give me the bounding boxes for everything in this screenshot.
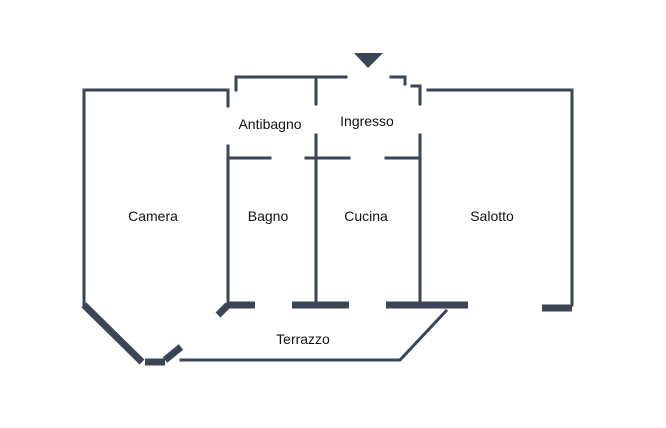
wall-top-notch-left — [234, 75, 348, 92]
terrace-outline — [179, 308, 449, 362]
room-label-terrazzo: Terrazzo — [276, 331, 330, 347]
room-label-camera: Camera — [128, 208, 178, 224]
walls — [81, 75, 574, 366]
wall-right-outer — [426, 88, 574, 307]
room-label-antibagno: Antibagno — [238, 116, 301, 132]
room-labels: Antibagno Ingresso Camera Bagno Cucina S… — [128, 113, 514, 347]
room-label-bagno: Bagno — [248, 208, 289, 224]
entrance-arrow-icon — [354, 53, 383, 68]
wall-top-right-step — [410, 84, 422, 106]
facade-camera-stub — [162, 344, 184, 363]
facade-camera-diagonal — [81, 302, 145, 365]
wall-left-outer — [82, 88, 230, 307]
wall-top-notch-right — [389, 75, 407, 86]
facade-bagno-corner — [215, 302, 231, 318]
room-label-cucina: Cucina — [344, 208, 388, 224]
room-label-ingresso: Ingresso — [340, 113, 394, 129]
room-label-salotto: Salotto — [470, 208, 514, 224]
